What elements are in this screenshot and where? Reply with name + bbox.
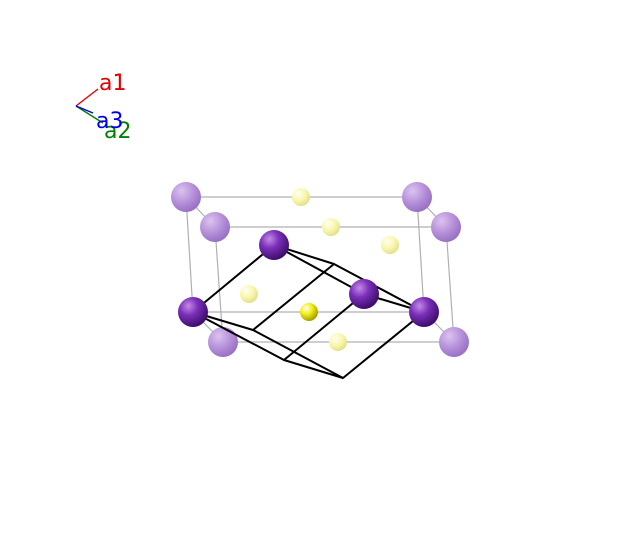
a3-axis-label: a3 bbox=[96, 109, 123, 134]
a2-axis-line bbox=[75, 105, 104, 124]
s-atom-faded bbox=[292, 188, 310, 206]
s-atom-faded bbox=[381, 236, 399, 254]
k-atom-faded bbox=[431, 212, 461, 242]
axis-triad: a1 a2 a3 bbox=[75, 71, 131, 144]
k-atom-faded bbox=[200, 212, 230, 242]
a3-axis-line bbox=[75, 105, 94, 114]
k-atom bbox=[259, 230, 289, 260]
a1-axis-label: a1 bbox=[99, 71, 126, 96]
k-atom bbox=[349, 279, 379, 309]
k-atom-faded bbox=[439, 327, 469, 357]
k-atom-faded bbox=[402, 182, 432, 212]
a2-axis-label: a2 bbox=[104, 119, 131, 144]
a1-axis-line bbox=[75, 88, 99, 107]
primitive-atoms bbox=[178, 230, 439, 327]
s-atom-faded bbox=[240, 285, 258, 303]
s-atom-faded bbox=[322, 218, 340, 236]
faded-atoms bbox=[171, 182, 469, 357]
k-atom bbox=[409, 297, 439, 327]
s-atom-faded bbox=[329, 333, 347, 351]
k-atom-faded bbox=[208, 327, 238, 357]
k-atom-faded bbox=[171, 182, 201, 212]
k-atom bbox=[178, 297, 208, 327]
s-atom bbox=[300, 303, 318, 321]
